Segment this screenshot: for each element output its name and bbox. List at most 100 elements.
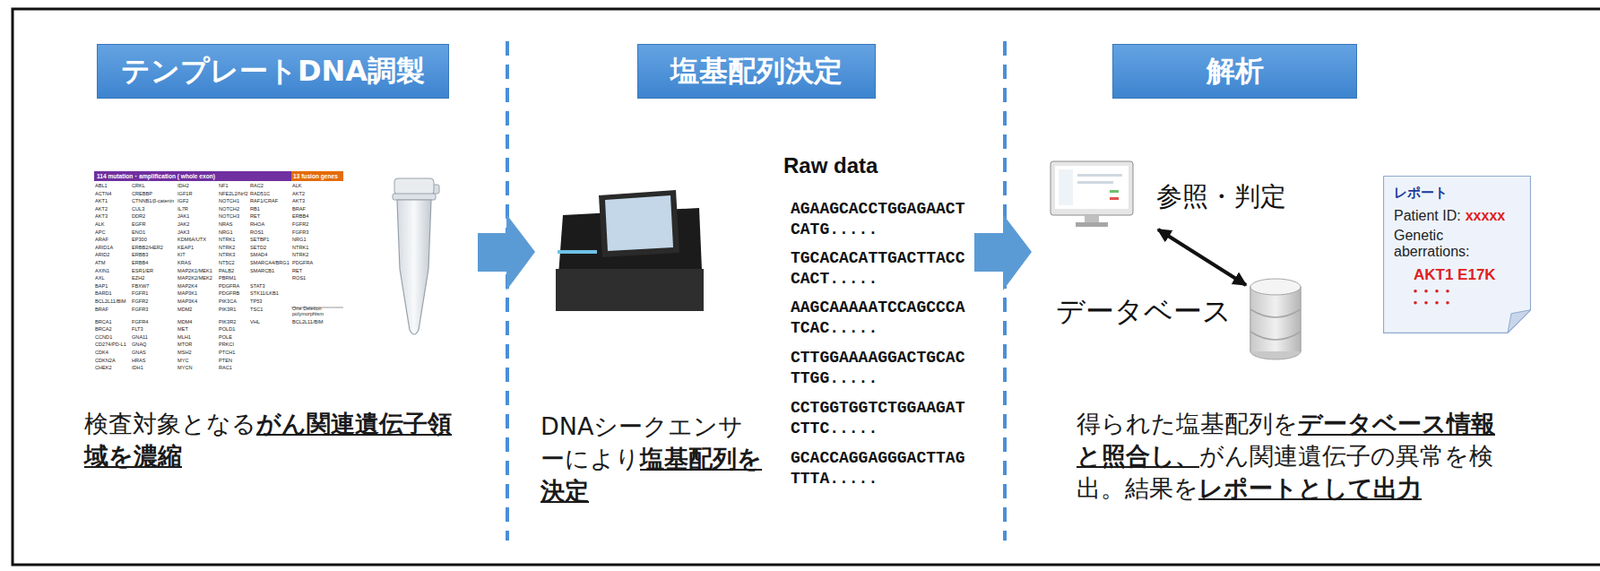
gene-cell: CRKL	[131, 181, 146, 190]
database-side	[1300, 286, 1302, 352]
gene-cell: PDGFRA	[292, 259, 313, 267]
gene-cell: FLT3	[131, 325, 144, 333]
gene-cell: AKT3	[95, 212, 108, 220]
gene-cell: BARD1	[95, 289, 113, 297]
gene-cell: AXIN1	[95, 267, 110, 275]
gene-cell: CTNNB1/β-catenin	[131, 197, 174, 205]
gene-cell: IGF1R	[177, 190, 192, 198]
database-disc	[1250, 309, 1301, 318]
gene-cell: AKT3	[292, 197, 305, 205]
gene-cell: PIK3R1	[218, 305, 236, 313]
database-body	[1250, 286, 1301, 352]
table-header-bar	[94, 171, 292, 182]
gene-cell: MYCN	[177, 363, 192, 372]
continuation-dot	[1445, 301, 1450, 305]
gene-cell: KRAS	[177, 259, 191, 267]
gene-cell: PDGFRB	[218, 289, 240, 297]
gene-cell: BRCA1	[95, 318, 113, 326]
gene-cell: PBRM1	[218, 274, 236, 282]
gene-cell: SMARCB1	[250, 267, 275, 275]
report-text: Genetic aberrations:	[1393, 227, 1511, 261]
database-disc	[1250, 331, 1301, 340]
gene-cell: BAP1	[95, 282, 108, 290]
body-text: 得られた塩基配列を	[1076, 409, 1298, 438]
gene-cell: GNAQ	[131, 340, 147, 348]
sequence-read: AAGCAAAAATCCAGCCCA TCAC.....	[790, 297, 975, 339]
gene-cell: MET	[177, 325, 189, 333]
tube-rim	[392, 193, 436, 200]
gene-cell: FGFR2	[292, 220, 309, 228]
gene-cell: ARAF	[95, 235, 109, 243]
gene-cell: VHL	[250, 318, 260, 326]
gene-cell: ENO1	[131, 228, 146, 236]
screen-mark	[1109, 190, 1119, 193]
flow-arrow	[974, 214, 1032, 291]
gene-cell: STK11/LKB1	[250, 289, 279, 297]
screen-line	[1077, 181, 1114, 184]
gene-cell: MAP3K1	[177, 289, 198, 297]
gene-cell: FGFR2	[131, 297, 148, 305]
gene-cell: ABL1	[95, 181, 108, 190]
gene-cell: POLE	[218, 333, 233, 341]
gene-cell: CDKN2A	[95, 356, 116, 364]
gene-cell: NRG1	[292, 235, 307, 243]
table-header: 13 fusion genes	[293, 172, 338, 181]
gene-cell: MAP2K4	[177, 282, 198, 290]
gene-cell: EP300	[131, 235, 148, 243]
tube-cap	[394, 178, 434, 195]
gene-cell: PDGFRA	[218, 282, 240, 290]
gene-cell: NT5C2	[218, 259, 235, 267]
gene-cell: SMAD4	[250, 250, 268, 259]
outer-frame	[12, 8, 1600, 565]
gene-cell: JAK2	[177, 220, 190, 228]
sequence-read: CTTGGAAAAGGACTGCAC TTGG.....	[790, 347, 975, 390]
gene-cell: NF1	[218, 181, 229, 190]
gene-cell: RHOA	[250, 220, 265, 228]
computer-screen	[1055, 165, 1129, 209]
gene-cell: ERBB4	[292, 212, 309, 220]
gene-cell: MTOR	[177, 340, 192, 348]
action-label: 参照・判定	[1156, 179, 1287, 216]
header-text: テンプレートDNA調製	[121, 51, 425, 92]
gene-cell: FGFR3	[131, 305, 148, 313]
continuation-dot	[1445, 289, 1450, 294]
continuation-dot	[1413, 289, 1418, 294]
gene-cell: NTRK3	[218, 250, 235, 259]
report-sheet	[1383, 176, 1531, 334]
screen-panel	[1058, 169, 1073, 206]
gene-cell: CD274/PD-L1	[95, 340, 127, 348]
gene-cell: HRAS	[131, 356, 147, 364]
gene-cell: BCL2L11/BIM	[292, 318, 323, 326]
sequencer-front	[555, 268, 704, 312]
gene-cell: MYC	[177, 356, 189, 364]
gene-cell: NOTCH2	[218, 205, 240, 213]
continuation-dot	[1424, 301, 1428, 305]
gene-cell: AKT2	[292, 190, 305, 198]
gene-cell: CREBBP	[131, 190, 153, 198]
sequencer-light	[557, 250, 597, 254]
gene-cell: KEAP1	[177, 243, 194, 251]
screen-line	[1077, 173, 1123, 177]
gene-cell: ACTN4	[95, 190, 112, 198]
report-text: xxxxx	[1465, 207, 1506, 225]
header-box: テンプレートDNA調製	[96, 43, 450, 99]
gene-cell: MAP2K1/MEK1	[177, 267, 213, 275]
computer-monitor	[1050, 161, 1133, 216]
gene-cell: POLD1	[218, 325, 235, 333]
gene-cell: EGFR	[131, 220, 147, 228]
gene-cell: GNAS	[131, 348, 147, 356]
gene-cell: One Deletion polymorphism	[292, 305, 343, 318]
database-fill	[1250, 286, 1301, 352]
gene-cell: ATM	[95, 259, 105, 267]
database-label: データベース	[1055, 292, 1232, 332]
continuation-dot	[1435, 301, 1439, 305]
gene-cell: MLH1	[177, 333, 191, 341]
reference-arrow	[1158, 229, 1246, 286]
flow-arrow	[477, 214, 536, 291]
gene-cell: IL7R	[177, 205, 189, 213]
gene-cell: ESR1/ER	[131, 267, 154, 275]
gene-cell: FBXW7	[131, 282, 149, 290]
emphasis-text: レポートとして出力	[1198, 474, 1422, 502]
gene-cell: STAT3	[250, 282, 266, 290]
gene-cell: RAC1	[218, 363, 233, 372]
